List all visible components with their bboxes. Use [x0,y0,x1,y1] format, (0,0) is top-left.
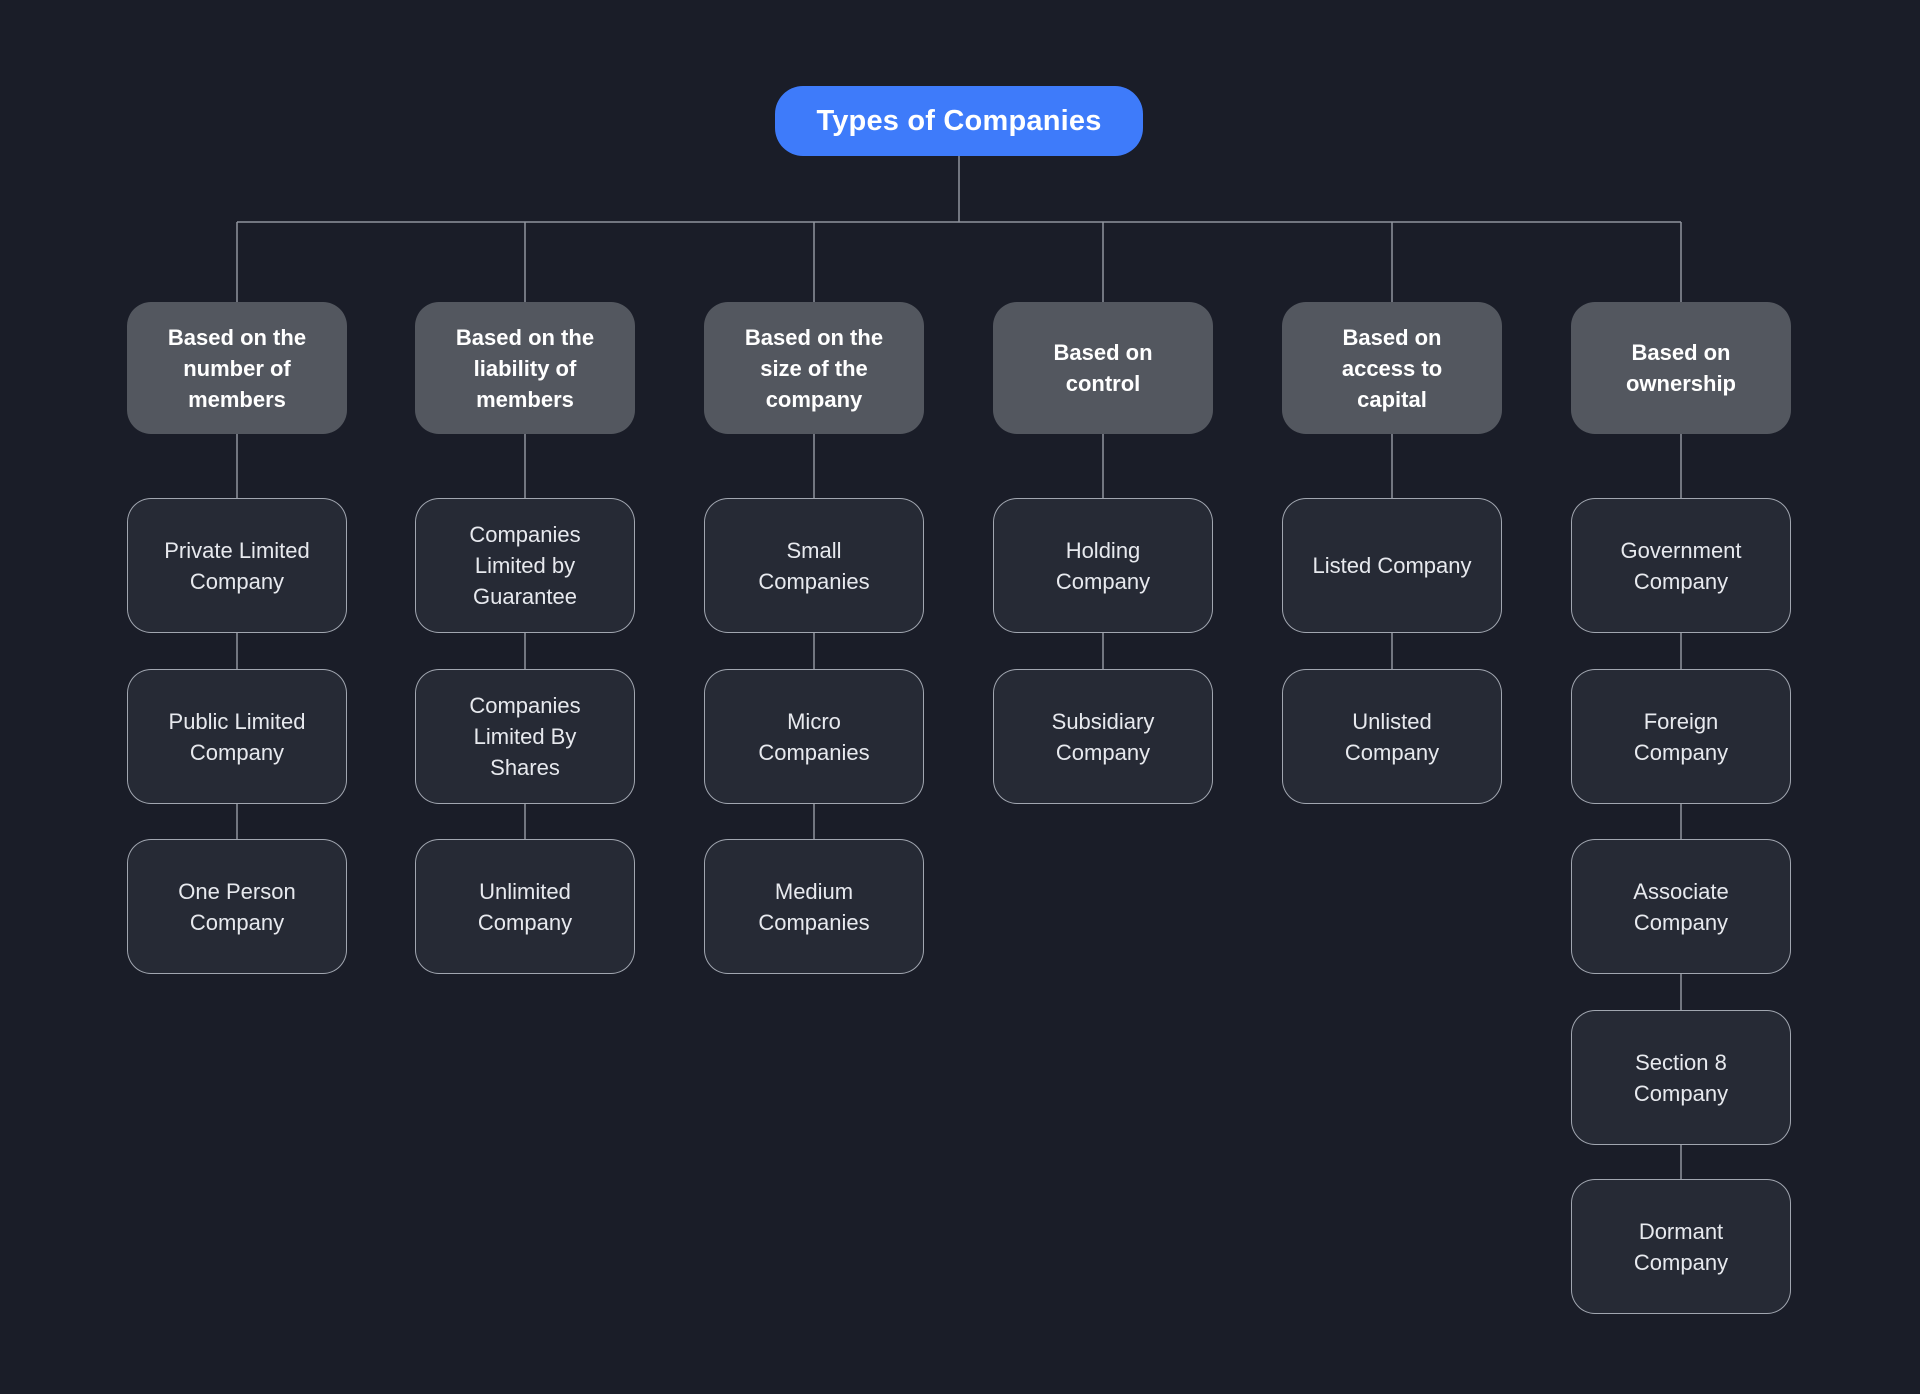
leaf-node: Government Company [1571,498,1791,633]
leaf-node: One Person Company [127,839,347,974]
leaf-node: Companies Limited by Guarantee [415,498,635,633]
leaf-node: Subsidiary Company [993,669,1213,804]
leaf-node: Holding Company [993,498,1213,633]
category-node: Based on the number of members [127,302,347,434]
leaf-node: Section 8 Company [1571,1010,1791,1145]
leaf-node: Dormant Company [1571,1179,1791,1314]
category-node: Based on control [993,302,1213,434]
category-node: Based on ownership [1571,302,1791,434]
leaf-node: Medium Companies [704,839,924,974]
leaf-node: Small Companies [704,498,924,633]
leaf-node: Unlisted Company [1282,669,1502,804]
leaf-node: Listed Company [1282,498,1502,633]
leaf-node: Unlimited Company [415,839,635,974]
category-node: Based on access to capital [1282,302,1502,434]
leaf-node: Companies Limited By Shares [415,669,635,804]
leaf-node: Private Limited Company [127,498,347,633]
leaf-node: Associate Company [1571,839,1791,974]
leaf-node: Public Limited Company [127,669,347,804]
root-node-types-of-companies: Types of Companies [775,86,1143,156]
category-node: Based on the size of the company [704,302,924,434]
leaf-node: Micro Companies [704,669,924,804]
category-node: Based on the liability of members [415,302,635,434]
leaf-node: Foreign Company [1571,669,1791,804]
